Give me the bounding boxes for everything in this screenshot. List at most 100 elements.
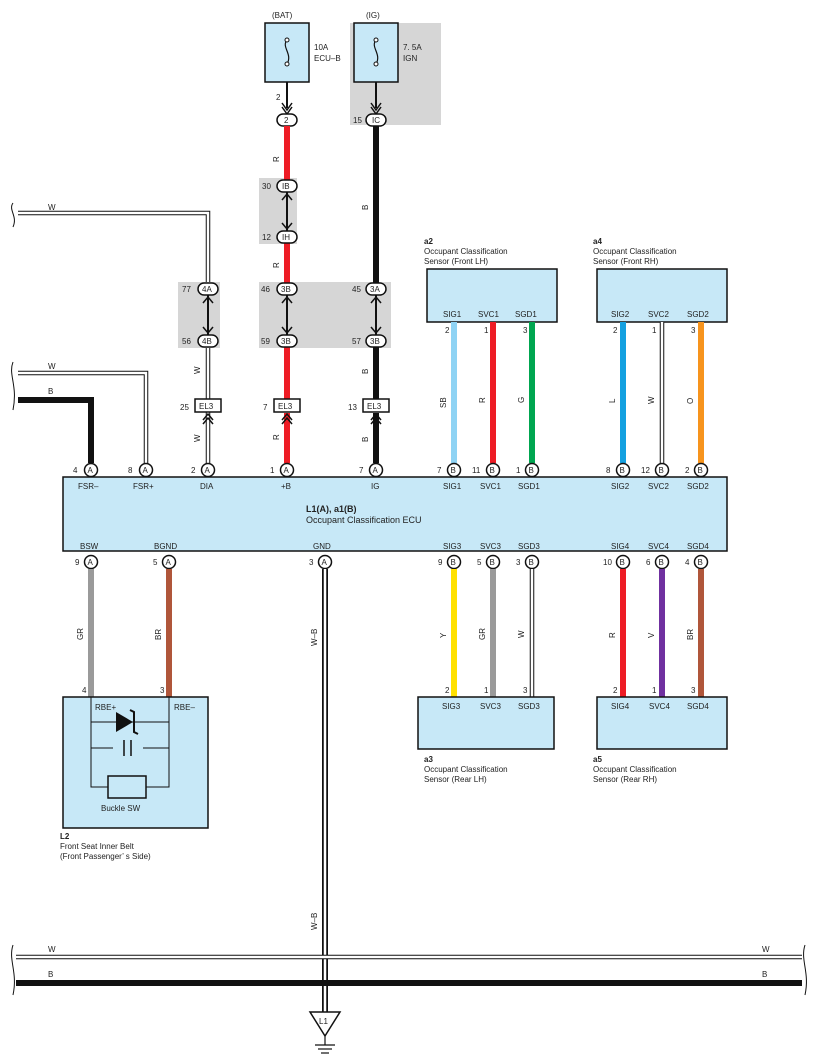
term-name: SIG2	[611, 482, 630, 491]
dia-wire-label-2: W	[193, 434, 202, 442]
a4-wire-sig: L	[608, 398, 617, 403]
a5-wires: R V BR	[608, 569, 704, 697]
j3b-bot-conn: 3B	[281, 337, 291, 346]
belt-l2: 4 3 RBE+ RBE– Buckle SW L2 Front Seat In…	[60, 686, 209, 861]
bat-wire-label-3: R	[272, 434, 281, 440]
belt-pin-plus: 4	[82, 686, 87, 695]
j3a-pin: 45	[352, 285, 361, 294]
term-name: SGD2	[687, 482, 709, 491]
a2-pin-svc: 1	[484, 326, 489, 335]
a4-wire-sgd: O	[686, 398, 695, 404]
el3-c-conn: EL3	[367, 402, 382, 411]
belt-line2: (Front Passenger’ s Side)	[60, 852, 151, 861]
term-conn: B	[698, 558, 703, 567]
term-fsr-minus: 4 A FSR–	[73, 462, 99, 491]
bat-wire-label-1: R	[272, 156, 281, 162]
ecu-code: L1(A), a1(B)	[306, 504, 357, 514]
belt-rbe-plus: RBE+	[95, 703, 116, 712]
a4-term-sgd: SGD2	[687, 310, 709, 319]
a5-line2: Sensor (Rear RH)	[593, 775, 657, 784]
j4b-pin: 56	[182, 337, 191, 346]
j4a-conn: 4A	[202, 285, 212, 294]
ig-wire-label-3: B	[361, 437, 370, 442]
ig-conn: IC	[372, 116, 380, 125]
j4a-pin: 77	[182, 285, 191, 294]
term-sgd4: SGD4 4 B	[685, 542, 709, 570]
a2-wire-svc: R	[478, 397, 487, 403]
term-name: FSR–	[78, 482, 99, 491]
a5-pin-svc: 1	[652, 686, 657, 695]
j3a-conn: 3A	[370, 285, 380, 294]
ib-conn: IB	[282, 182, 290, 191]
el3-connectors: 25 EL3 7 EL3 13 EL3	[180, 398, 390, 425]
bsw-wire: GR	[76, 569, 94, 697]
a2-term-svc: SVC1	[478, 310, 499, 319]
term-name: SGD1	[518, 482, 540, 491]
bat-label: (BAT)	[272, 11, 293, 20]
term-conn: A	[284, 466, 290, 475]
term-name: SVC1	[480, 482, 501, 491]
a2-term-sig: SIG1	[443, 310, 462, 319]
ig-wire-label-2: B	[361, 369, 370, 374]
j4-junction: 77 4A 56 4B	[182, 282, 219, 348]
term-conn: B	[490, 558, 495, 567]
a3-wire-svc: GR	[478, 628, 487, 640]
a4-pin-sig: 2	[613, 326, 618, 335]
term-sig2: 8 B SIG2	[606, 462, 631, 491]
j3b-top-conn: 3B	[281, 285, 291, 294]
term-name: BSW	[80, 542, 99, 551]
ig-wire-label-1: B	[361, 205, 370, 210]
term-ig: 7 A IG	[359, 462, 384, 491]
top-w-label: W	[48, 203, 56, 212]
a4-pin-svc: 1	[652, 326, 657, 335]
term-pin: 5	[153, 558, 158, 567]
term-sgd2: 2 B SGD2	[685, 462, 709, 491]
term-conn: B	[451, 558, 456, 567]
sensor-a3: 2 1 3 SIG3 SVC3 SGD3 a3 Occupant Classif…	[417, 686, 555, 784]
term-bgnd: BGND 5 A	[153, 542, 177, 570]
a5-code: a5	[593, 755, 602, 764]
ih-conn: IH	[282, 233, 290, 242]
term-sgd3: SGD3 3 B	[516, 542, 540, 570]
term-pin: 11	[472, 466, 481, 475]
term-fsr-plus: 8 A FSR+	[128, 462, 154, 491]
term-pin: 10	[603, 558, 612, 567]
sensor-a4: a4 Occupant Classification Sensor (Front…	[593, 237, 728, 463]
term-pin: 8	[606, 466, 611, 475]
term-svc2: 12 B SVC2	[641, 462, 669, 491]
belt-pin-minus: 3	[160, 686, 165, 695]
el3-c-pin: 13	[348, 403, 357, 412]
term-name: SIG3	[443, 542, 462, 551]
ecu-box	[62, 476, 728, 552]
mid-left-w-bus: W	[18, 362, 149, 463]
a4-line2: Sensor (Front RH)	[593, 257, 659, 266]
a2-line2: Sensor (Front LH)	[424, 257, 488, 266]
ground-l1-icon: L1	[308, 1011, 342, 1054]
term-svc4: SVC4 6 B	[646, 542, 669, 570]
gnd-wire-label-1: W–B	[310, 629, 319, 646]
ib-ih-junction: 30 IB 12 IH	[262, 179, 298, 244]
a3-pin-svc: 1	[484, 686, 489, 695]
a2-pin-sgd: 3	[523, 326, 528, 335]
term-name: DIA	[200, 482, 214, 491]
term-pin: 2	[191, 466, 196, 475]
term-name: SGD4	[687, 542, 709, 551]
a5-line1: Occupant Classification	[593, 765, 677, 774]
a4-line1: Occupant Classification	[593, 247, 677, 256]
el3-a-pin: 25	[180, 403, 189, 412]
ecu-top-terminals: 4 A FSR– 8 A FSR+ 2 A DIA 1 A +B 7 A IG	[73, 462, 709, 491]
ground-label: L1	[319, 1017, 328, 1026]
a5-wire-sgd: BR	[686, 629, 695, 640]
a3-pin-sig: 2	[445, 686, 450, 695]
bgnd-wire: BR	[154, 569, 172, 697]
j4b-conn: 4B	[202, 337, 212, 346]
a5-pin-sgd: 3	[691, 686, 696, 695]
el3-b-conn: EL3	[278, 402, 293, 411]
term-name: SVC4	[648, 542, 669, 551]
a4-term-sig: SIG2	[611, 310, 630, 319]
a3-pin-sgd: 3	[523, 686, 528, 695]
a5-wire-svc: V	[647, 632, 656, 638]
term-conn: B	[529, 558, 534, 567]
mid-b-label: B	[48, 387, 53, 396]
